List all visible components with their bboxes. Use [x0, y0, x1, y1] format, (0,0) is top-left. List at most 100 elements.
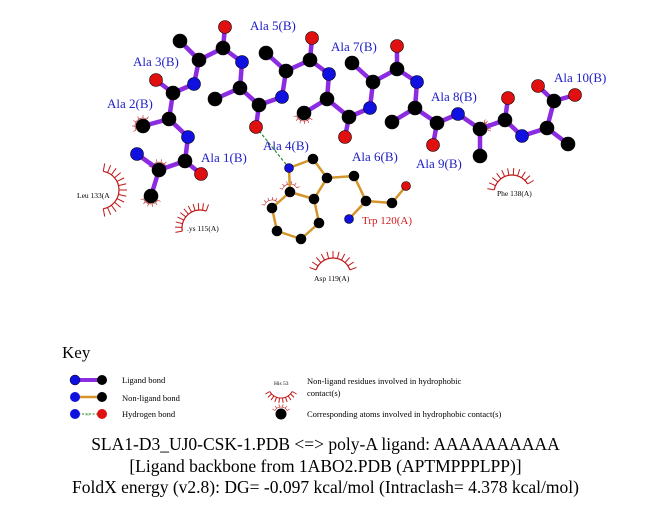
carbon-atom [278, 63, 294, 79]
hydrophobic-spoke [183, 208, 189, 215]
hydrophobic-spoke [110, 204, 117, 212]
key-hydrogen-bond-label: Hydrogen bond [122, 409, 176, 419]
carbon-atom [161, 111, 177, 127]
carbon-atom [384, 114, 400, 130]
hydrophobic-spoke [315, 257, 322, 263]
hydrophobic-spoke [102, 163, 106, 172]
hydrophobic-spoke [349, 266, 357, 271]
hydrophobic-arc [315, 257, 351, 271]
oxygen-atom [390, 39, 404, 53]
hydrophobic-spoke [140, 198, 144, 201]
hydrophobic-arc [269, 391, 293, 399]
carbon-atom [321, 172, 333, 184]
hydrophobic-spoke [156, 159, 158, 163]
residue-label-ala3: Ala 3(B) [133, 54, 179, 69]
carbon-atom [313, 217, 325, 229]
hydrophobic-spoke [175, 230, 183, 233]
hydrophobic-spoke [114, 201, 122, 208]
hydrophobic-spoke [275, 197, 278, 201]
carbon-atom [546, 93, 562, 109]
carbon-atom [348, 170, 360, 182]
nitrogen-atom [235, 55, 249, 69]
hydrophobic-spoke [137, 116, 140, 120]
hydrophobic-spoke [320, 253, 325, 261]
hydrophobic-spoke [278, 404, 280, 408]
hydrophobic-spoke [114, 172, 122, 179]
oxygen-atom [194, 167, 208, 181]
hydrophobic-spoke [179, 212, 187, 218]
oxygen-atom [426, 138, 440, 152]
key-hydrophobic-residues-label-2: contact(s) [307, 388, 341, 398]
hydrogen-bond [255, 126, 290, 169]
hydrophobic-arc [134, 117, 148, 131]
key-hydrophobic-arc-icon [265, 391, 297, 403]
hydrophobic-spoke [110, 168, 117, 176]
carbon-atom [407, 100, 423, 116]
carbon-atom [295, 233, 307, 245]
carbon-atom [360, 195, 372, 207]
hydrophobic-arc [493, 174, 529, 190]
hydrophobic-arc [103, 170, 120, 210]
key-ligand-bond-sample [69, 374, 107, 386]
hydrophobic-label-phe138: Phe 138(A) [497, 189, 532, 198]
hydrophobic-spoke [326, 251, 330, 259]
hydrophobic-spoke [311, 261, 319, 267]
hydrophobic-spoke [290, 393, 295, 398]
carbon-atom [560, 136, 576, 152]
hydrophobic-spoke [501, 169, 506, 177]
carbon-atom [191, 52, 207, 68]
hydrophobic-spoke [279, 187, 283, 190]
hydrophobic-spoke [175, 221, 183, 225]
hydrophobic-spoke [164, 161, 167, 165]
hydrophobic-spoke [205, 204, 210, 212]
key-ligand-bond-label: Ligand bond [122, 375, 166, 385]
hydrophobic-spoke [491, 177, 499, 183]
hydrophobic-arc-lys115-icon [174, 203, 210, 233]
residue-label-ala1: Ala 1(B) [201, 150, 247, 165]
hydrophobic-spoke [146, 116, 149, 120]
hydrophobic-spoke [524, 175, 531, 181]
residue-label-ala5: Ala 5(B) [250, 18, 296, 33]
hydrophobic-spoke [507, 168, 510, 176]
hydrophobic-spoke [107, 207, 112, 215]
hydrophobic-spoke [272, 408, 276, 411]
carbon-atom [429, 115, 445, 131]
hydrophobic-spoke [286, 181, 288, 185]
oxygen-atom [501, 91, 515, 105]
hydrophobic-spoke [107, 165, 112, 173]
carbon-atom [472, 121, 488, 137]
oxygen-atom [149, 73, 163, 87]
carbon-atom [386, 197, 398, 209]
key-hydrophobic-residues-label: Non-ligand residues involved in hydropho… [307, 376, 462, 386]
nitrogen-atom [410, 75, 424, 89]
hydrophobic-label-asp119: Asp 119(A) [314, 274, 350, 283]
hydrophobic-spoke [286, 408, 290, 411]
carbon-atom [341, 109, 357, 125]
key-hydrophobic-atoms-label: Corresponding atoms involved in hydropho… [307, 409, 501, 419]
carbon-atom [251, 97, 267, 113]
key-title: Key [62, 343, 91, 362]
hydrophobic-spoke [282, 397, 284, 403]
key-atom [275, 408, 287, 420]
hydrophobic-spoke [293, 115, 297, 118]
carbon-atom [319, 91, 335, 107]
hydrophobic-spoke [341, 253, 346, 261]
key-example-residue: His 53 [274, 381, 289, 387]
nitrogen-atom [363, 101, 377, 115]
hydrophobic-label-lys115: .ys 115(A) [187, 224, 219, 233]
footer-energy: FoldX energy (v2.8): DG= -0.097 kcal/mol… [72, 477, 579, 497]
hydrophobic-spoke [263, 200, 267, 203]
hydrophobic-arc-asp119-icon [309, 251, 357, 271]
hydrophobic-spoke [116, 198, 125, 203]
hydrophobic-spoke [261, 203, 265, 206]
hydrophobic-label-leu133: Leu 133(A [77, 191, 110, 200]
carbon-atom [215, 40, 231, 56]
nitrogen-atom [275, 90, 289, 104]
carbon-atom [284, 186, 296, 198]
hydrophobic-spoke [148, 165, 152, 168]
hydrophobic-spoke [284, 397, 288, 403]
atom-contact-icon [293, 115, 313, 125]
hydrophobic-spoke [336, 251, 340, 259]
hydrophobic-spoke [488, 182, 496, 187]
